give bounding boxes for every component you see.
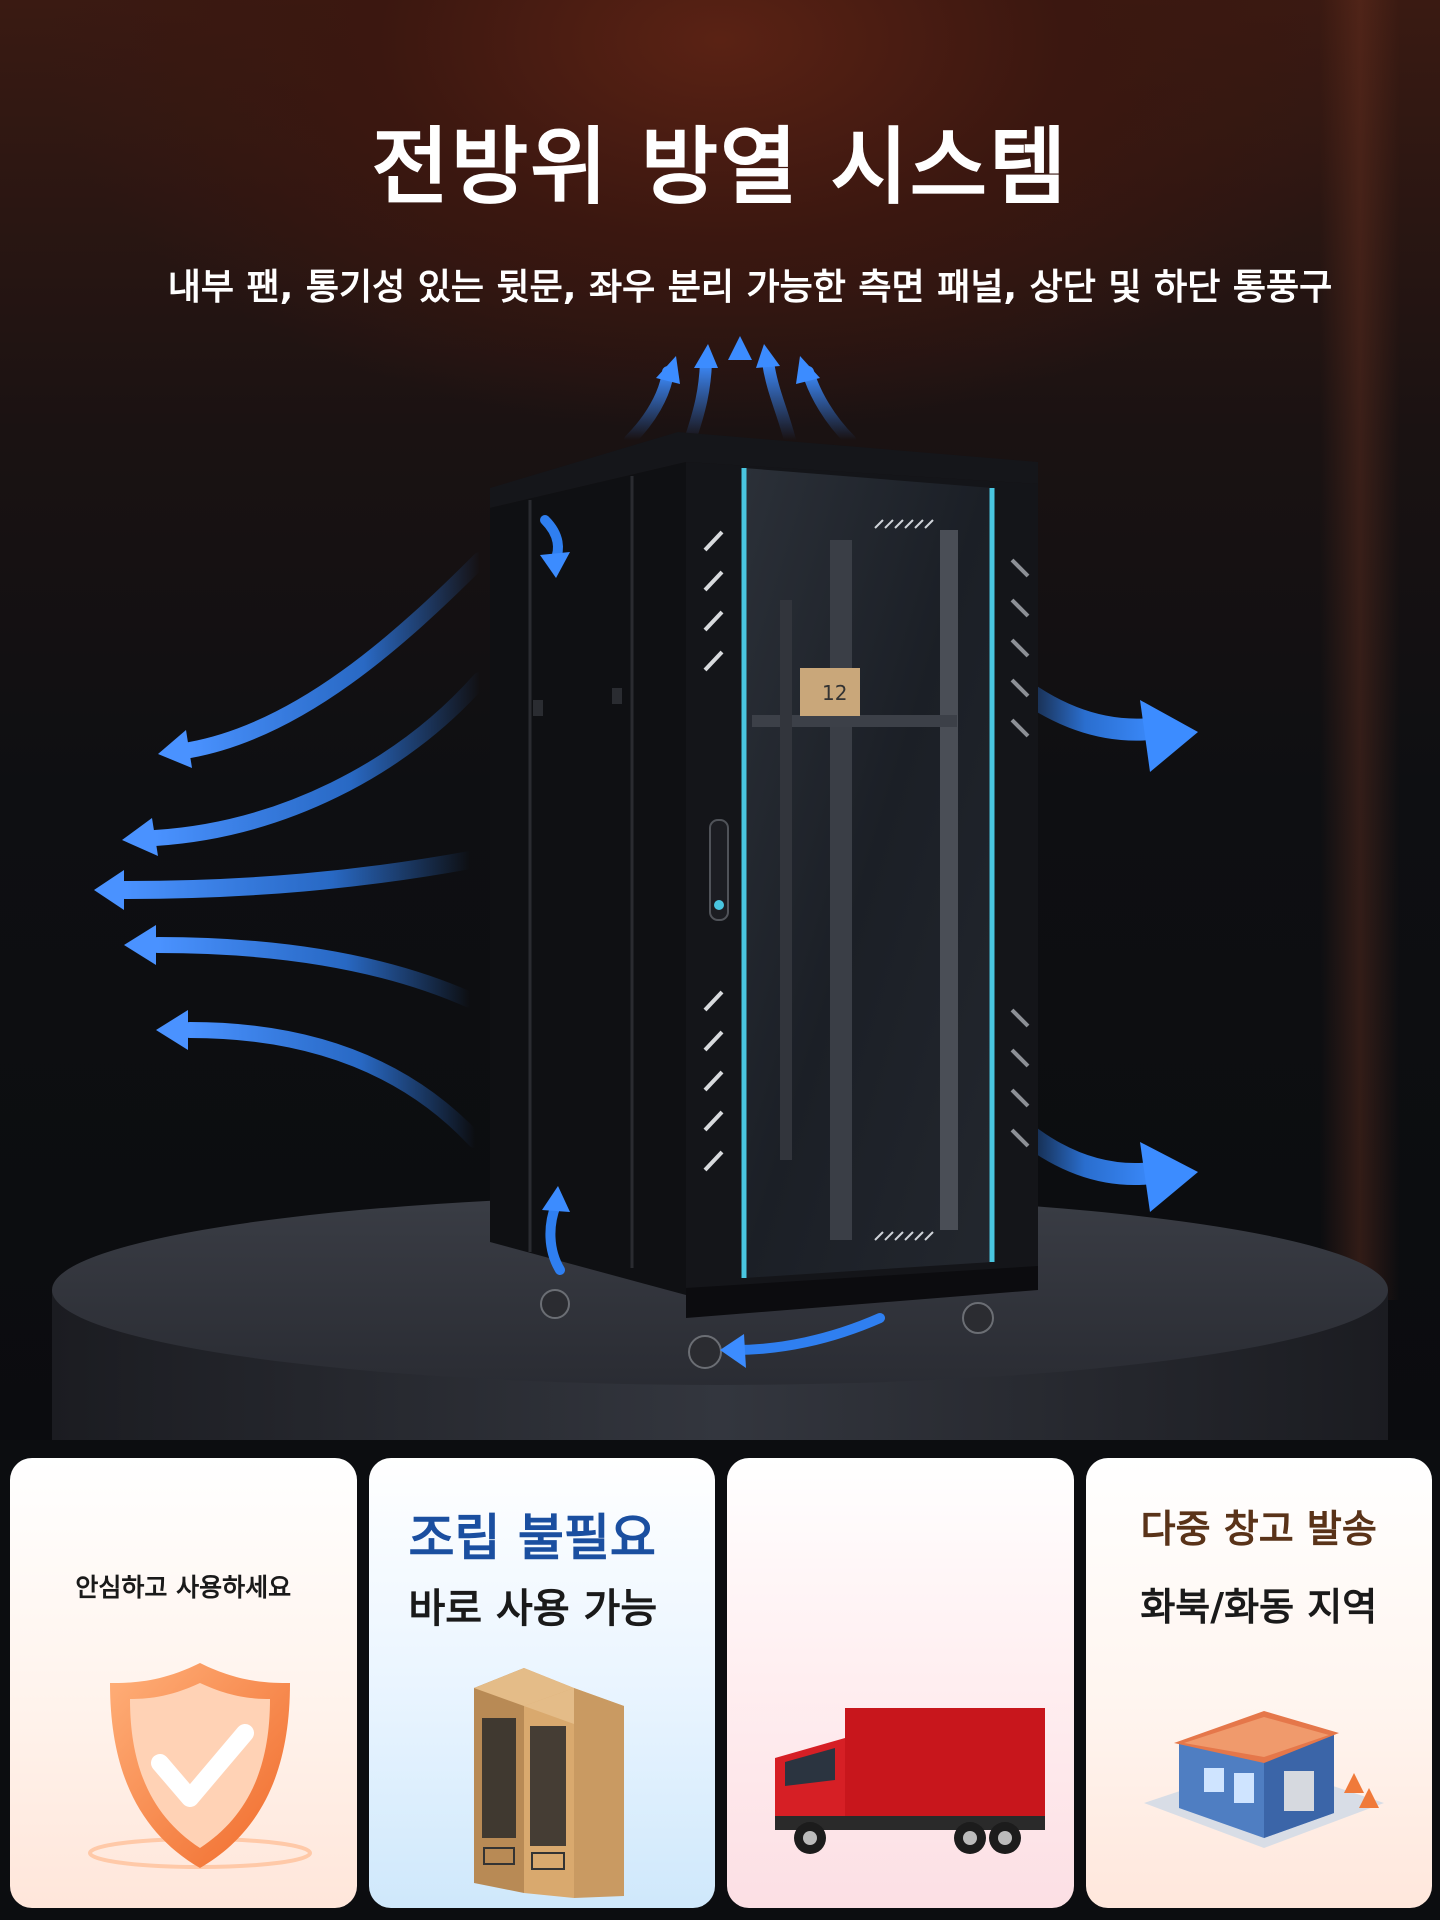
server-rack-cabinet: 12 bbox=[490, 432, 1038, 1369]
feature-cards: 안심하고 사용하세요 조립 불필요 바로 사용 가능 bbox=[10, 1458, 1432, 1908]
card-heading: 조립 불필요 bbox=[408, 1509, 656, 1567]
top-vent bbox=[874, 519, 934, 529]
box-label: 12 bbox=[822, 681, 847, 705]
door-handle bbox=[709, 819, 729, 921]
card-caption: 안심하고 사용하세요 bbox=[75, 1573, 292, 1602]
caster-wheels bbox=[540, 1289, 994, 1369]
hero-section: 12 bbox=[0, 0, 1440, 1440]
feature-card-no-assembly: 조립 불필요 바로 사용 가능 bbox=[368, 1458, 715, 1908]
feature-card-multi-warehouse: 다중 창고 발송 화북/화동 지역 bbox=[1085, 1458, 1432, 1908]
boxed-cabinet-icon bbox=[473, 1668, 624, 1898]
top-airflow-arrows bbox=[624, 349, 856, 446]
left-airflow-arrows bbox=[116, 552, 488, 1148]
internal-arrow-heads bbox=[540, 552, 746, 1368]
page-title: 전방위 방열 시스템 bbox=[371, 118, 1069, 216]
right-arrow-heads bbox=[1140, 700, 1198, 1212]
delivery-truck-icon bbox=[775, 1708, 1045, 1854]
background-glow bbox=[1320, 0, 1400, 1300]
warehouse-icon bbox=[1143, 1711, 1384, 1848]
top-arrow-heads bbox=[656, 336, 820, 384]
card-subheading: 바로 사용 가능 bbox=[408, 1586, 658, 1632]
page-subtitle: 내부 팬, 통기성 있는 뒷문, 좌우 분리 가능한 측면 패널, 상단 및 하… bbox=[167, 267, 1333, 308]
card-heading: 다중 창고 발송 bbox=[1140, 1507, 1377, 1551]
front-left-louvers bbox=[703, 530, 724, 1172]
bottom-vent bbox=[874, 1231, 934, 1241]
feature-card-delivery bbox=[727, 1458, 1074, 1908]
card-subheading: 화북/화동 지역 bbox=[1140, 1585, 1378, 1629]
product-scene: 12 bbox=[52, 336, 1388, 1440]
shield-check-icon bbox=[88, 1663, 312, 1869]
feature-card-safe-use: 안심하고 사용하세요 bbox=[10, 1458, 357, 1908]
front-right-louvers bbox=[1010, 558, 1030, 1148]
left-arrow-heads bbox=[94, 730, 192, 1050]
